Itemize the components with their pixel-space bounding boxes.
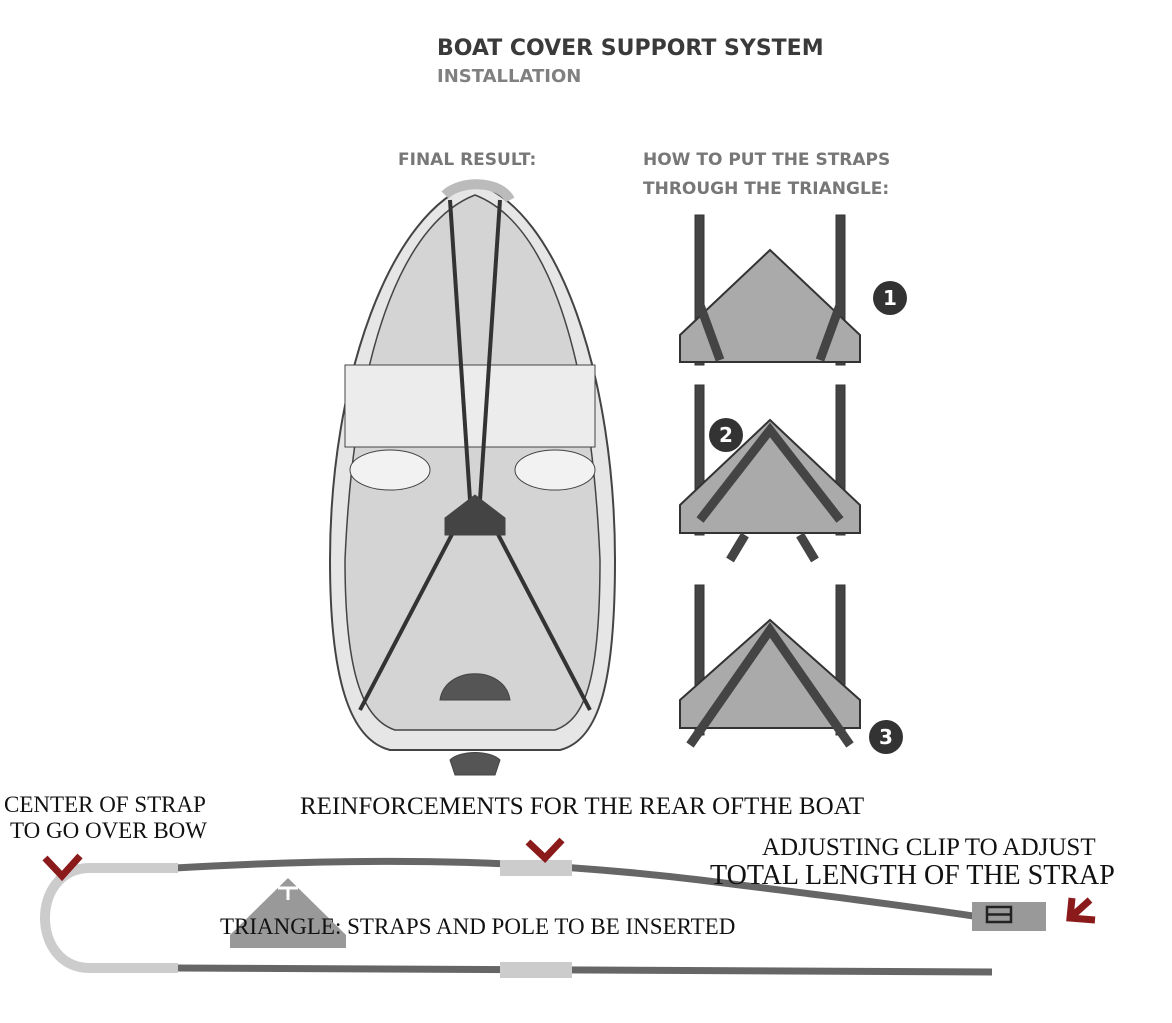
- final-result-label: FINAL RESULT:: [398, 150, 537, 170]
- boat-deck: [344, 194, 601, 731]
- clip-label-line1: ADJUSTING CLIP TO ADJUST: [762, 834, 1096, 861]
- arrow-bow-icon: [42, 853, 83, 882]
- seat-left: [349, 449, 431, 491]
- bow-label-line2: TO GO OVER BOW: [10, 818, 207, 843]
- how-to-line2: THROUGH THE TRIANGLE:: [643, 179, 890, 199]
- arrow-reinforcement-icon: [525, 837, 565, 863]
- red-arrows: [42, 837, 1096, 924]
- boat-illustration: [328, 179, 617, 776]
- reinforcement-top: [500, 860, 572, 876]
- strap-layout: [40, 857, 1046, 978]
- arrow-clip-icon: [1066, 897, 1096, 924]
- engine-cover: [439, 673, 511, 701]
- strap-bow-loop: [40, 863, 178, 973]
- seat-right: [514, 449, 596, 491]
- triangle-steps: 1 2 3: [679, 214, 907, 754]
- step-1-number: 1: [883, 286, 897, 310]
- boat-triangle: [444, 494, 506, 536]
- page-title: BOAT COVER SUPPORT SYSTEM: [437, 36, 824, 61]
- step-2-diagram: [679, 384, 861, 563]
- how-to-line1: HOW TO PUT THE STRAPS: [643, 150, 891, 170]
- strap-top: [174, 857, 981, 921]
- step-3-diagram: [679, 584, 861, 748]
- windshield: [344, 364, 596, 448]
- bow-label-line1: CENTER OF STRAP: [4, 792, 206, 817]
- reinforcement-bottom: [500, 962, 572, 978]
- reinforcements-label: REINFORCEMENTS FOR THE REAR OFTHE BOAT: [300, 793, 865, 820]
- strap-bottom: [174, 964, 993, 976]
- motor: [449, 752, 501, 776]
- clip-label-line2: TOTAL LENGTH OF THE STRAP: [710, 860, 1115, 891]
- step-2-number: 2: [719, 423, 733, 447]
- bow-pad: [441, 179, 515, 203]
- triangle-label: TRIANGLE: STRAPS AND POLE TO BE INSERTED: [220, 914, 736, 939]
- step-3-number: 3: [879, 725, 893, 749]
- page-subtitle: INSTALLATION: [437, 66, 582, 87]
- step-1-diagram: [679, 214, 861, 366]
- strap-triangle: [230, 878, 346, 948]
